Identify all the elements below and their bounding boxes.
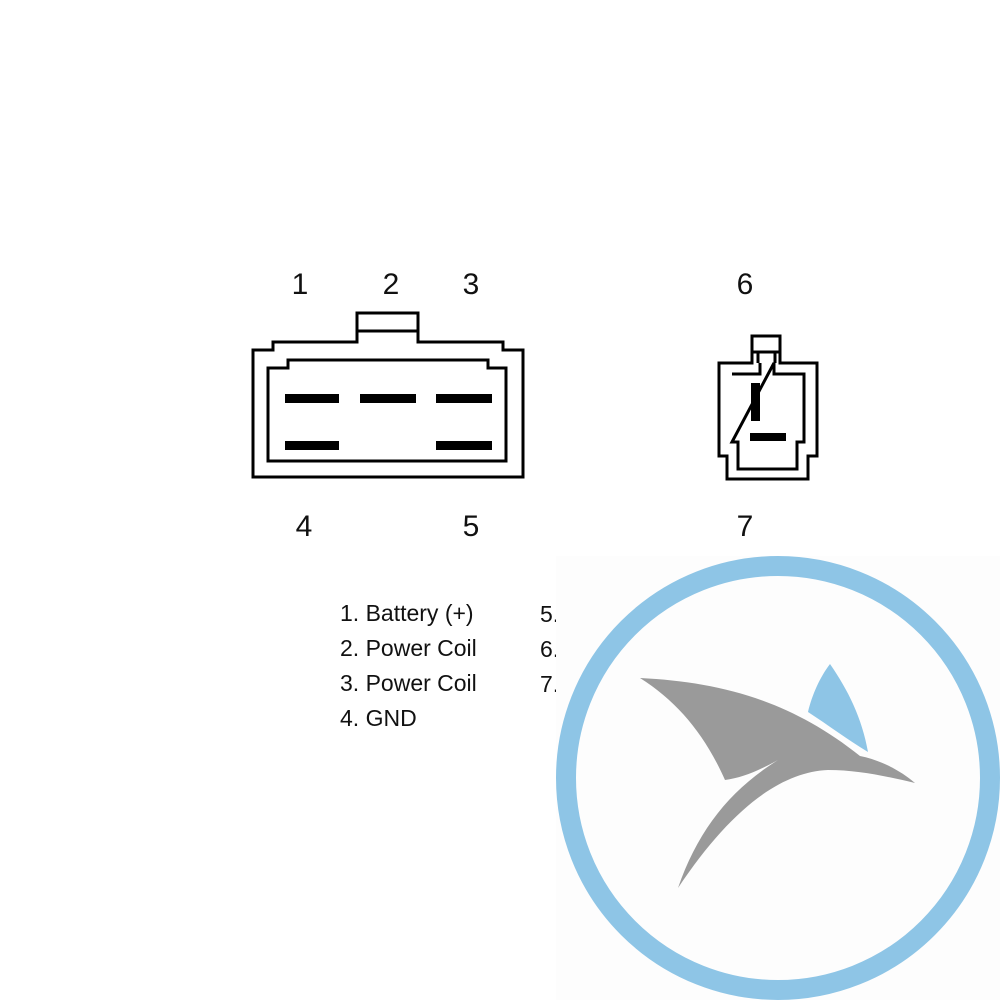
pin-label-5: 5 (463, 510, 480, 543)
terminal-1 (285, 394, 339, 403)
terminal-4 (285, 441, 339, 450)
terminal-6 (751, 383, 760, 421)
terminal-2 (360, 394, 416, 403)
terminal-3 (436, 394, 492, 403)
legend-item-4: 4. GND (340, 705, 417, 731)
bird-wing-icon (808, 664, 868, 752)
legend-item-2: 2. Power Coil (340, 635, 477, 661)
small-connector-outer (717, 334, 819, 481)
pin-label-3: 3 (463, 268, 480, 301)
watermark-ring (556, 556, 1000, 1000)
connector-housing-outer (251, 311, 525, 479)
legend-item-3: 3. Power Coil (340, 670, 477, 696)
five-pin-connector (251, 311, 525, 479)
small-connector-latch (756, 352, 777, 363)
bird-body-icon (640, 678, 915, 888)
terminal-5 (436, 441, 492, 450)
connector-housing-inner (266, 358, 508, 463)
terminal-7 (750, 433, 786, 441)
pin-label-6: 6 (737, 268, 754, 301)
bird-logo-icon (556, 556, 1000, 1000)
pin-label-7: 7 (737, 510, 754, 543)
legend-item-1: 1. Battery (+) (340, 600, 474, 626)
small-connector-inner (729, 362, 806, 471)
pin-label-1: 1 (292, 268, 309, 301)
pin-label-2: 2 (383, 268, 400, 301)
two-pin-connector (717, 334, 819, 481)
pin-label-4: 4 (296, 510, 313, 543)
